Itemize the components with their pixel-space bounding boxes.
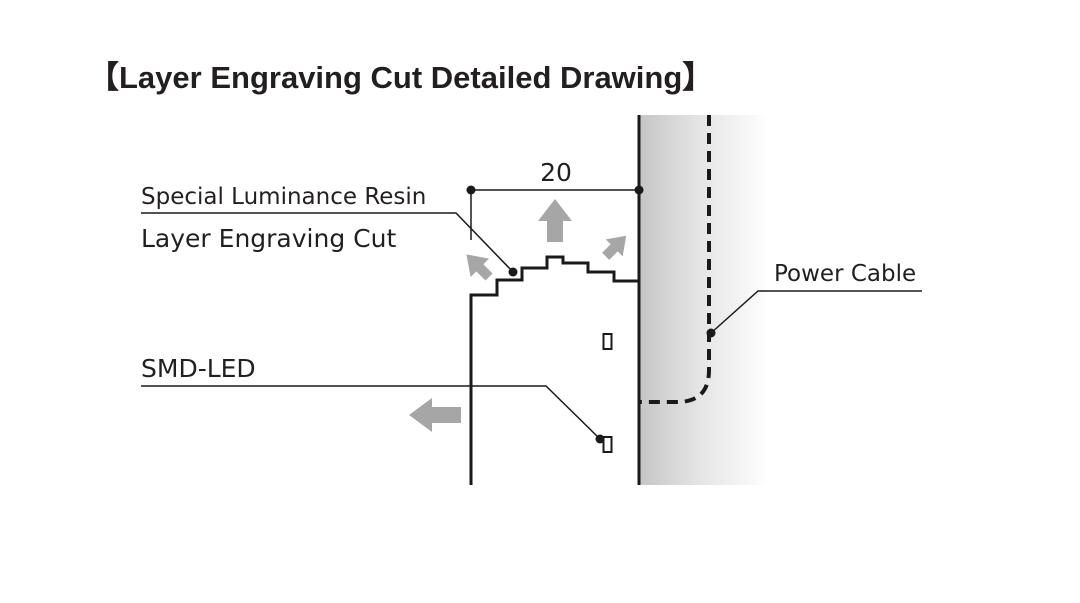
smd-led-leader-dot <box>595 434 605 444</box>
power-cable-leader-line <box>710 290 922 334</box>
dimension-label: 20 <box>540 158 572 187</box>
smd-led-chip-lower <box>602 436 613 453</box>
resin-leader-line <box>141 212 514 273</box>
diagram-title: 【Layer Engraving Cut Detailed Drawing】 <box>88 60 713 95</box>
power-cable-label: Power Cable <box>774 261 916 287</box>
light-arrow-up-right <box>602 235 627 260</box>
engraved-body-outline <box>469 255 639 485</box>
light-arrow-up <box>538 199 572 242</box>
smd-led-chip-upper <box>602 333 613 350</box>
light-arrow-up-left <box>466 254 493 281</box>
wall-panel <box>640 115 770 485</box>
dimension-dot-right <box>634 185 644 195</box>
smd-led-leader-line <box>141 385 601 440</box>
power-cable-line <box>640 115 711 404</box>
power-cable-leader-dot <box>706 328 716 338</box>
dimension-dot-left <box>466 185 476 195</box>
resin-leader-dot <box>508 267 518 277</box>
engraving-label: Layer Engraving Cut <box>141 224 396 253</box>
smd-led-label: SMD-LED <box>141 354 256 383</box>
light-arrow-left <box>409 398 461 432</box>
resin-label: Special Luminance Resin <box>141 184 426 210</box>
